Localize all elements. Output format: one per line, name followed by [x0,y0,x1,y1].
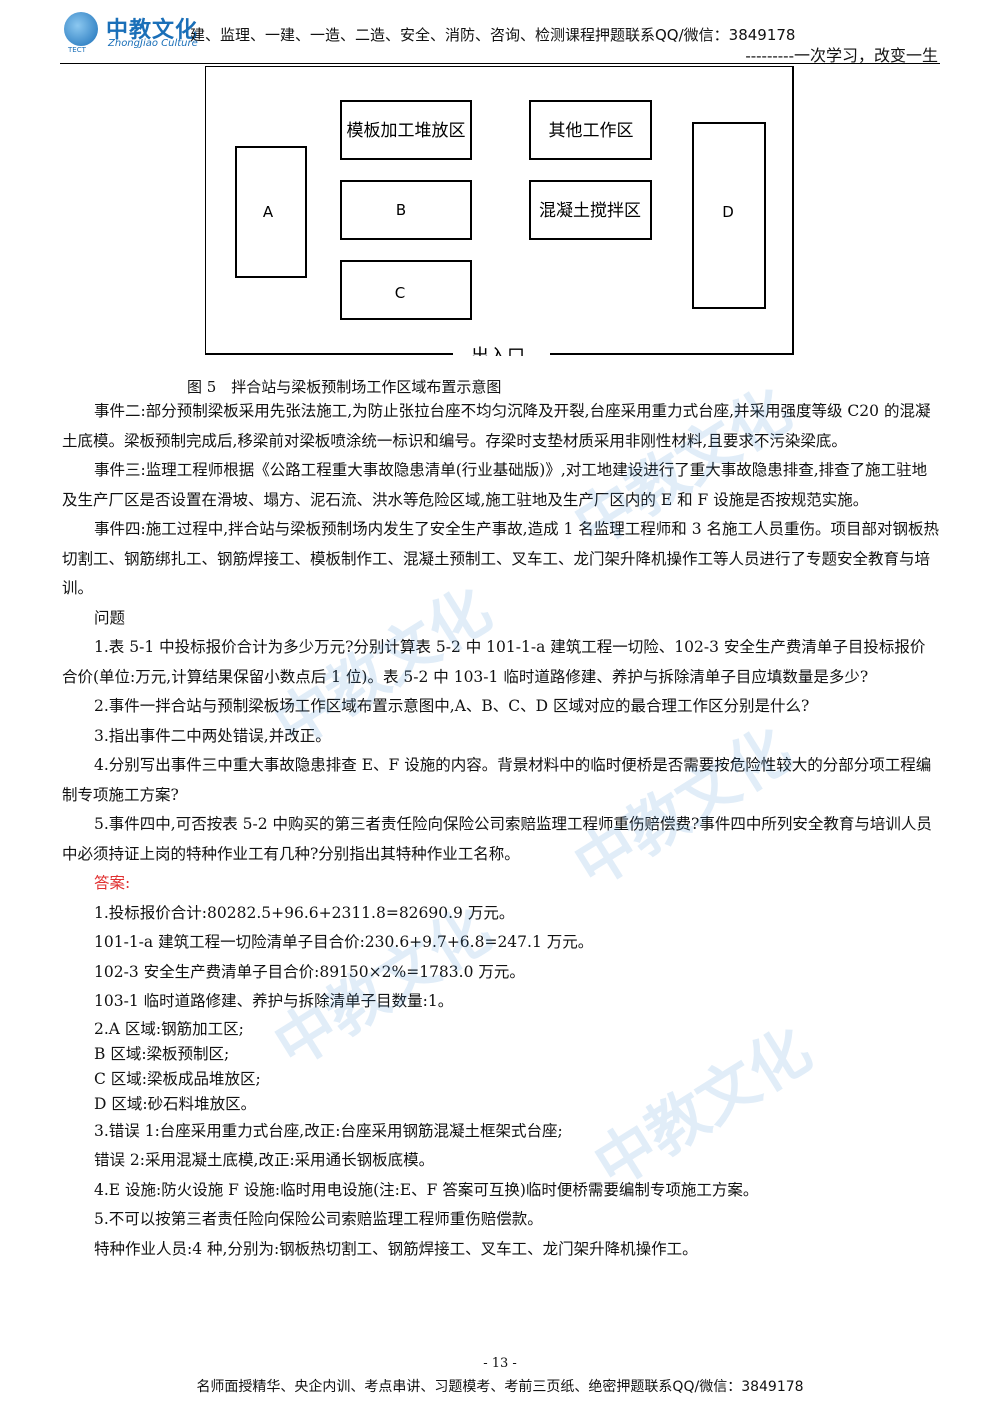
question-1: 1.表 5-1 中投标报价合计为多少万元?分别计算表 5-2 中 101-1-a… [62,638,926,686]
document-body: 事件二:部分预制梁板采用先张法施工,为防止张拉台座不均匀沉降及开裂,台座采用重力… [62,397,940,1264]
answer-2b: B 区域:梁板预制区; [94,1044,230,1063]
questions-title: 问题 [94,608,126,627]
page-footer: 名师面授精华、央企内训、考点串讲、习题模考、考前三页纸、绝密押题联系QQ/微信：… [196,1379,804,1395]
answer-1b: 101-1-a 建筑工程一切险清单子目合价:230.6+9.7+6.8=247.… [94,933,594,951]
answer-label: 答案: [94,874,131,892]
answer-3: 3.错误 1:台座采用重力式台座,改正:台座采用钢筋混凝土框架式台座; [94,1121,563,1140]
globe-logo-icon [64,12,98,46]
zone-c-box [340,260,472,320]
question-4: 4.分别写出事件三中重大事故隐患排查 E、F 设施的内容。背景材料中的临时便桥是… [62,756,932,804]
figure-caption: 图 5 拌合站与梁板预制场工作区域布置示意图 [187,378,502,396]
zone-d-box [692,122,766,309]
event-two-paragraph: 事件二:部分预制梁板采用先张法施工,为防止张拉台座不均匀沉降及开裂,台座采用重力… [62,402,931,450]
event-three-paragraph: 事件三:监理工程师根据《公路工程重大事故隐患清单(行业基础版)》,对工地建设进行… [62,461,928,509]
event-four-paragraph: 事件四:施工过程中,拌合站与梁板预制场内发生了安全生产事故,造成 1 名监理工程… [62,520,940,597]
zone-b-label: B [396,201,406,219]
exit-label: 出入口 [471,346,525,356]
brand-name-en: ZhongJiao Culture [108,38,198,49]
answer-5: 5.不可以按第三者责任险向保险公司索赔监理工程师重伤赔偿款。 [94,1210,543,1228]
zone-c-label: C [395,284,405,302]
zone-concrete-box [529,180,652,240]
answer-4: 4.E 设施:防火设施 F 设施:临时用电设施(注:E、F 答案可互换)临时便桥… [94,1180,759,1199]
answer-2: 2.A 区域:钢筋加工区; [94,1019,244,1038]
question-2: 2.事件一拌合站与预制梁板场工作区域布置示意图中,A、B、C、D 区域对应的最合… [94,697,810,715]
logo: TECT 中教文化 ZhongJiao Culture [60,8,210,56]
zone-formwork-label: 模板加工堆放区 [347,121,466,141]
question-5: 5.事件四中,可否按表 5-2 中购买的第三者责任险向保险公司索赔监理工程师重伤… [62,815,932,863]
site-layout-diagram: A 模板加工堆放区 B C 其他工作区 混凝土搅拌区 D 出入口 [205,66,794,356]
header-contact-text: 建、监理、一建、一造、二造、安全、消防、咨询、检测课程押题联系QQ/微信：384… [190,26,796,44]
zone-a-box [235,146,307,278]
answer-5b: 特种作业人员:4 种,分别为:钢板热切割工、钢筋焊接工、叉车工、龙门架升降机操作… [94,1239,698,1258]
answer-3b: 错误 2:采用混凝土底模,改正:采用通长钢板底模。 [94,1151,435,1169]
logo-small-text: TECT [68,46,86,54]
answer-1d: 103-1 临时道路修建、养护与拆除清单子目数量:1。 [94,992,454,1010]
zone-b-box [340,180,472,240]
question-3: 3.指出事件二中两处错误,并改正。 [94,726,331,745]
brand-name: 中教文化 [106,18,199,43]
site-boundary [205,66,794,355]
answer-2c: C 区域:梁板成品堆放区; [94,1069,261,1088]
header-divider [60,63,940,64]
page-header: TECT 中教文化 ZhongJiao Culture 建、监理、一建、一造、二… [60,8,940,65]
answer-1c: 102-3 安全生产费清单子目合价:89150×2%=1783.0 万元。 [94,962,525,981]
answer-2d: D 区域:砂石料堆放区。 [94,1094,257,1113]
zone-d-label: D [722,203,734,221]
header-slogan: ---------一次学习，改变一生 [745,46,938,65]
zone-other-box [529,100,652,160]
page-number: - 13 - [483,1356,517,1371]
zone-formwork-box [340,100,472,160]
zone-concrete-label: 混凝土搅拌区 [539,201,641,221]
zone-a-label: A [263,203,274,221]
zone-other-label: 其他工作区 [549,121,634,141]
answer-1: 1.投标报价合计:80282.5+96.6+2311.8=82690.9 万元。 [94,903,515,922]
